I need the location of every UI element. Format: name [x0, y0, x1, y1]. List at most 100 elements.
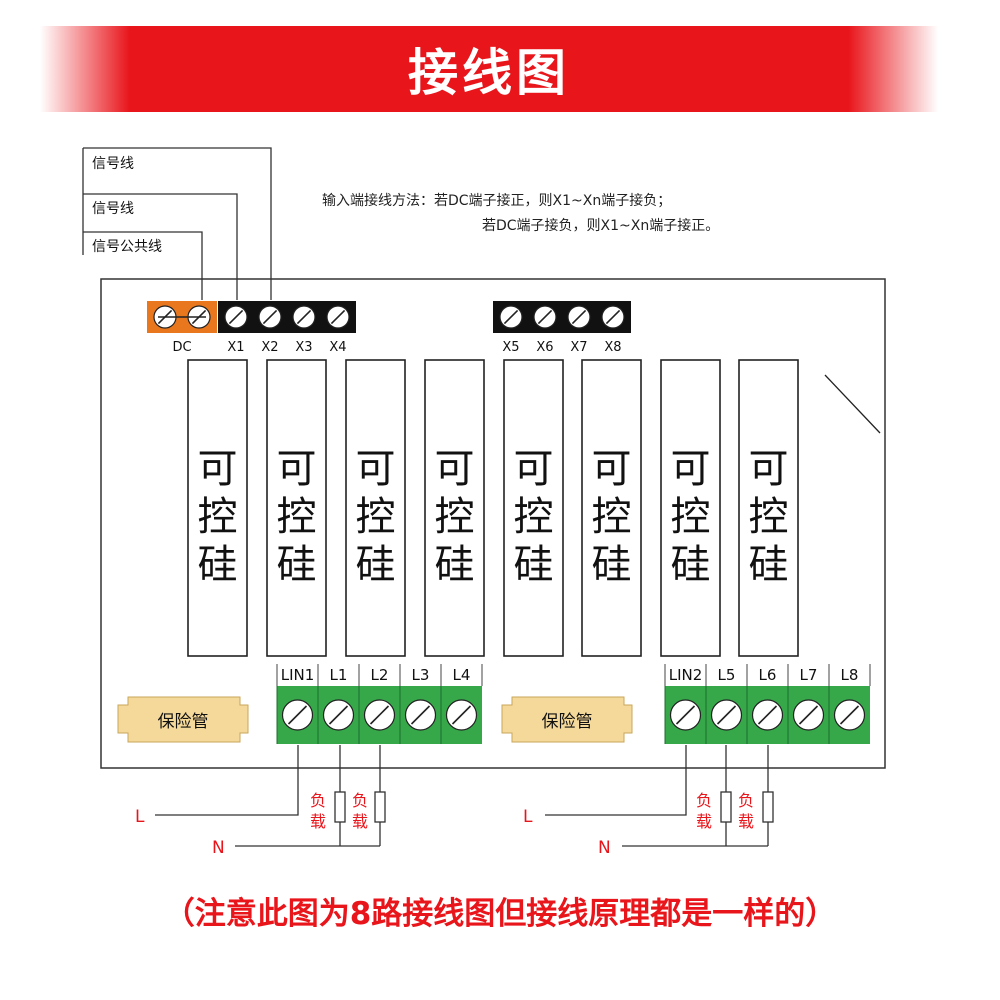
terminal-label-l5: L5 — [718, 666, 736, 684]
input-group-2-screw-x8 — [601, 305, 625, 329]
line-l-label-1: L — [135, 807, 145, 827]
thyristor-5-char-1: 可 — [514, 446, 554, 492]
terminal-label-x7: X7 — [570, 340, 587, 355]
output-group-1-screw-l3 — [404, 699, 437, 731]
thyristor-5-char-3: 硅 — [514, 542, 554, 588]
thyristor-7-char-2: 控 — [671, 494, 711, 540]
thyristor-1-char-3: 硅 — [198, 542, 238, 588]
input-terminal-block: DC X1 X2 X3 X4 X5 X6 X7 X8 — [147, 301, 631, 355]
thyristor-3: 可控硅 — [345, 359, 406, 657]
thyristor-3-char-2: 控 — [356, 494, 396, 540]
thyristor-4-char-1: 可 — [435, 446, 475, 492]
load-2b-char-2: 载 — [738, 812, 754, 831]
terminal-label-l7: L7 — [800, 666, 818, 684]
terminal-label-x6: X6 — [536, 340, 553, 355]
terminal-label-lin1: LIN1 — [281, 666, 315, 684]
thyristor-3-char-1: 可 — [356, 446, 396, 492]
terminal-label-x5: X5 — [502, 340, 519, 355]
fuse-2-label: 保险管 — [542, 712, 593, 732]
output-group-2-screw-lin2 — [669, 699, 702, 731]
thyristor-5-char-2: 控 — [514, 494, 554, 540]
terminal-label-x4: X4 — [329, 340, 346, 355]
instruction-line-1: 输入端接线方法：若DC端子接正，则X1~Xn端子接负； — [322, 192, 671, 209]
thyristor-5: 可控硅 — [503, 359, 564, 657]
thyristor-6-char-2: 控 — [592, 494, 632, 540]
terminal-label-x1: X1 — [227, 340, 244, 355]
fuse-1: 保险管 — [117, 696, 249, 743]
terminal-label-x2: X2 — [261, 340, 278, 355]
thyristor-2-char-2: 控 — [277, 494, 317, 540]
signal-label-2: 信号线 — [92, 201, 134, 217]
bottom-note: （注意此图为8路接线图但接线原理都是一样的） — [163, 896, 837, 932]
thyristor-1-char-2: 控 — [198, 494, 238, 540]
signal-wires — [82, 147, 272, 300]
board-outline — [100, 278, 886, 769]
thyristor-4-char-2: 控 — [435, 494, 475, 540]
load-wiring-1 — [155, 745, 386, 847]
load-2a-char-1: 负 — [696, 791, 712, 810]
fuse-2: 保险管 — [501, 696, 633, 743]
board-marker-line — [824, 374, 881, 434]
line-n-label-1: N — [212, 838, 225, 858]
input-group-1-screw-x4 — [326, 305, 350, 329]
thyristor-6: 可控硅 — [581, 359, 642, 657]
thyristor-6-char-3: 硅 — [592, 542, 632, 588]
load-1b-char-2: 载 — [352, 812, 368, 831]
thyristor-7-char-3: 硅 — [671, 542, 711, 588]
thyristor-4: 可控硅 — [424, 359, 485, 657]
signal-label-1: 信号线 — [92, 156, 134, 172]
thyristor-1-char-1: 可 — [198, 446, 238, 492]
output-group-1-screw-l2 — [363, 699, 396, 731]
output-group-2-screw-l6 — [751, 699, 784, 731]
terminal-label-l3: L3 — [412, 666, 430, 684]
input-group-1-screw-x1 — [224, 305, 248, 329]
input-group-1-screw-x3 — [292, 305, 316, 329]
thyristor-7-char-1: 可 — [671, 446, 711, 492]
load-1b-char-1: 负 — [352, 791, 368, 810]
terminal-label-lin2: LIN2 — [669, 666, 703, 684]
load-2a-char-2: 载 — [696, 812, 712, 831]
line-n-label-2: N — [598, 838, 611, 858]
thyristor-8: 可控硅 — [738, 359, 799, 657]
load-1a-char-2: 载 — [310, 812, 326, 831]
signal-wire-x1 — [83, 193, 238, 300]
output-group-1-screw-l4 — [445, 699, 478, 731]
signal-wire-x2 — [83, 147, 272, 300]
fuse-1-label: 保险管 — [158, 712, 209, 732]
terminal-label-l2: L2 — [371, 666, 389, 684]
terminal-label-l6: L6 — [759, 666, 777, 684]
input-group-2-screw-x6 — [533, 305, 557, 329]
thyristor-7: 可控硅 — [660, 359, 721, 657]
thyristor-2-char-3: 硅 — [277, 542, 317, 588]
load-1a-char-1: 负 — [310, 791, 326, 810]
output-group-2-screw-l8 — [833, 699, 866, 731]
terminal-label-x3: X3 — [295, 340, 312, 355]
instruction-line-2: 若DC端子接负，则X1~Xn端子接正。 — [482, 217, 719, 234]
thyristor-1: 可控硅 — [187, 359, 248, 657]
signal-wire-common — [83, 231, 203, 300]
output-group-1-screw-lin1 — [281, 699, 314, 731]
thyristor-8-char-3: 硅 — [749, 542, 789, 588]
output-group-2-screw-l7 — [792, 699, 825, 731]
thyristor-8-char-1: 可 — [749, 446, 789, 492]
load-2b-char-1: 负 — [738, 791, 754, 810]
thyristor-4-char-3: 硅 — [435, 542, 475, 588]
input-group-2-screw-x7 — [567, 305, 591, 329]
page-title: 接线图 — [408, 44, 570, 102]
thyristor-3-char-3: 硅 — [356, 542, 396, 588]
output-group-1-screw-l1 — [322, 699, 355, 731]
thyristor-6-char-1: 可 — [592, 446, 632, 492]
output-group-2-screw-l5 — [710, 699, 743, 731]
thyristor-2: 可控硅 — [266, 359, 327, 657]
terminal-label-l4: L4 — [453, 666, 471, 684]
terminal-label-x8: X8 — [604, 340, 621, 355]
terminal-label-l1: L1 — [330, 666, 348, 684]
input-group-1-screw-x2 — [258, 305, 282, 329]
thyristor-8-char-2: 控 — [749, 494, 789, 540]
dc-label: DC — [172, 340, 191, 355]
load-wiring-2 — [545, 745, 774, 847]
line-l-label-2: L — [523, 807, 533, 827]
